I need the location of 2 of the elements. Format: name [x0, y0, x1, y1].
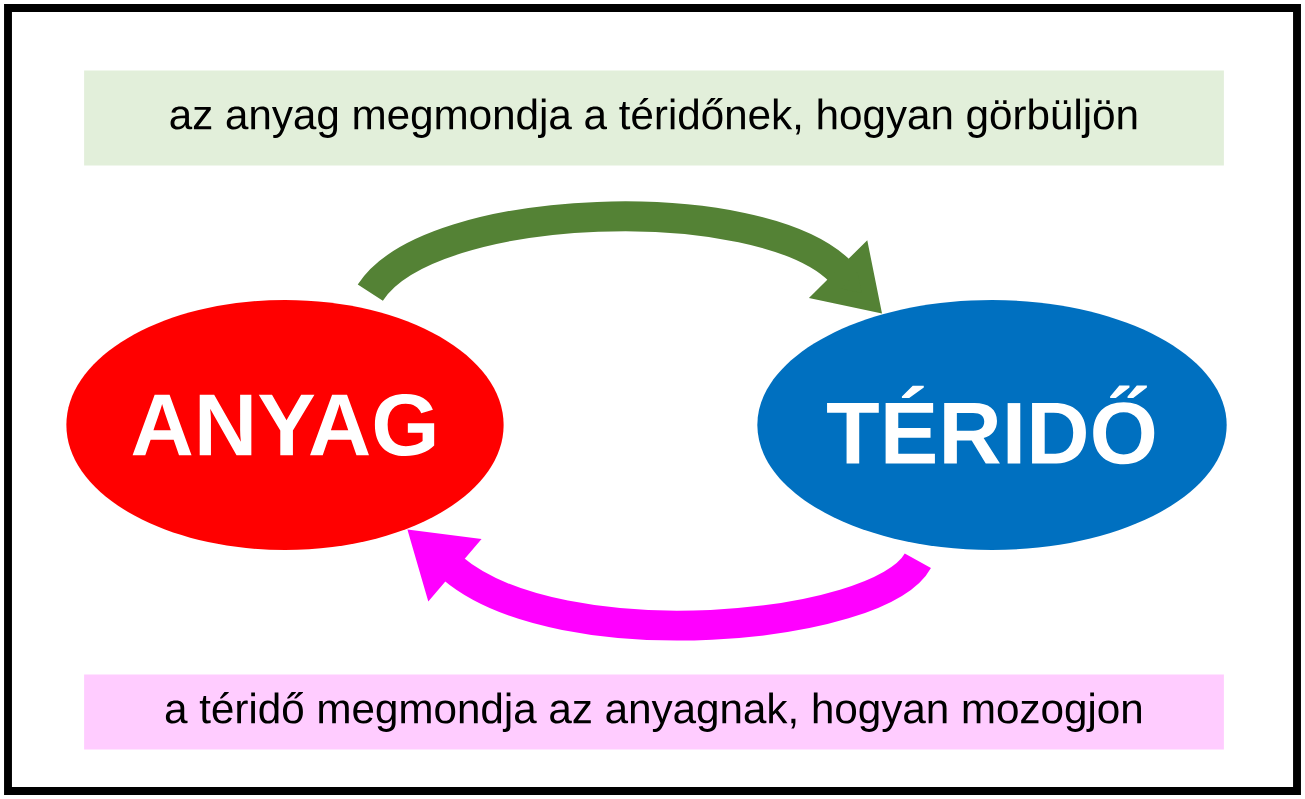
text-band: a téridő megmondja az anyagnak, hogyan mozogjon [84, 674, 1224, 750]
text-band: az anyag megmondja a téridőnek, hogyan görbüljön [84, 70, 1224, 166]
